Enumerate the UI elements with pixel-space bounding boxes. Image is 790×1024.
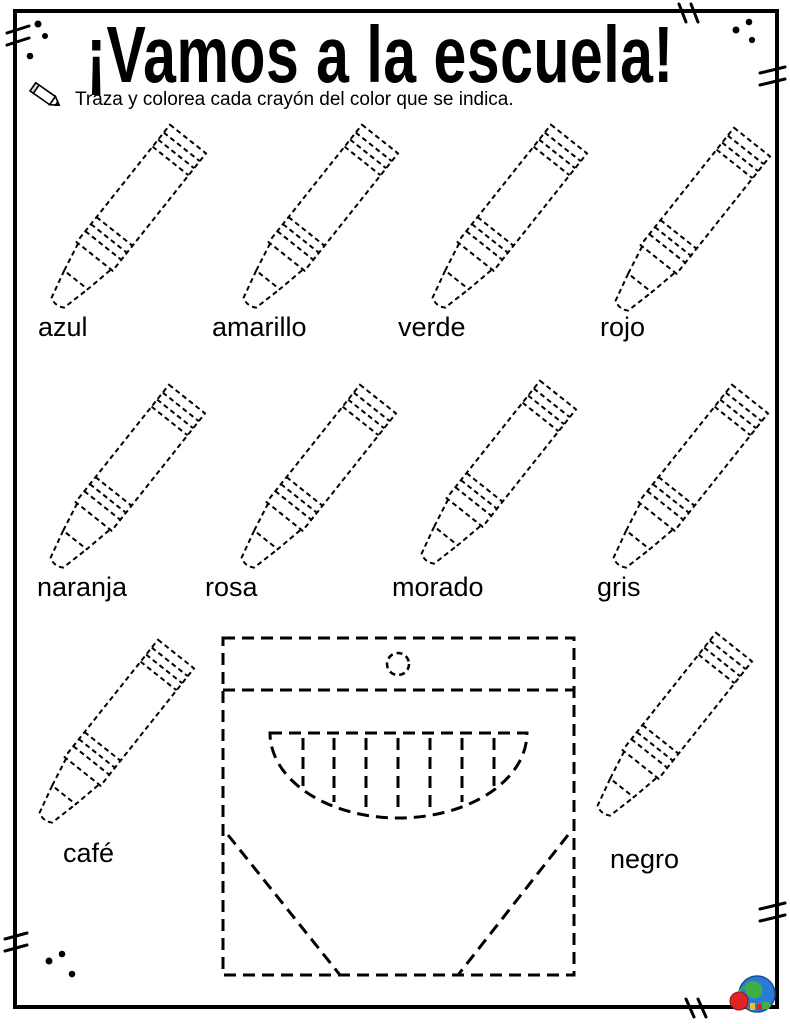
crayon-amarillo-outline [229, 123, 399, 320]
crayon-label-amarillo: amarillo [212, 312, 307, 342]
crayon-naranja-outline [36, 383, 206, 580]
crayon-label-verde: verde [398, 312, 466, 342]
crayon-morado-outline [407, 379, 577, 576]
page-border [13, 9, 779, 1009]
corner-doodles [3, 2, 787, 1019]
globe-apple-logo [729, 975, 776, 1013]
crayon-label-naranja: naranja [37, 572, 128, 602]
crayon-label-gris: gris [597, 572, 641, 602]
crayon-negro-outline [583, 631, 753, 828]
instruction-text: Traza y colorea cada crayón del color qu… [75, 89, 514, 110]
pencil-icon [28, 81, 61, 107]
crayon-label-azul: azul [38, 312, 88, 342]
crayon-rojo-outline [601, 126, 771, 323]
crayon-label-rojo: rojo [600, 312, 646, 342]
crayon-azul-outline [37, 123, 207, 320]
crayon-label-negro: negro [610, 844, 680, 874]
crayon-rosa-outline [227, 383, 397, 580]
crayon-gris-outline [599, 383, 769, 580]
crayon-box-outline [221, 636, 576, 977]
crayon-cafe-outline [25, 638, 195, 835]
crayon-verde-outline [418, 123, 588, 320]
crayon-label-morado: morado [392, 572, 484, 602]
crayon-label-rosa: rosa [205, 572, 258, 602]
worksheet-title: ¡Vamos a la escuela! [86, 10, 674, 100]
crayon-label-cafe: café [63, 838, 115, 868]
